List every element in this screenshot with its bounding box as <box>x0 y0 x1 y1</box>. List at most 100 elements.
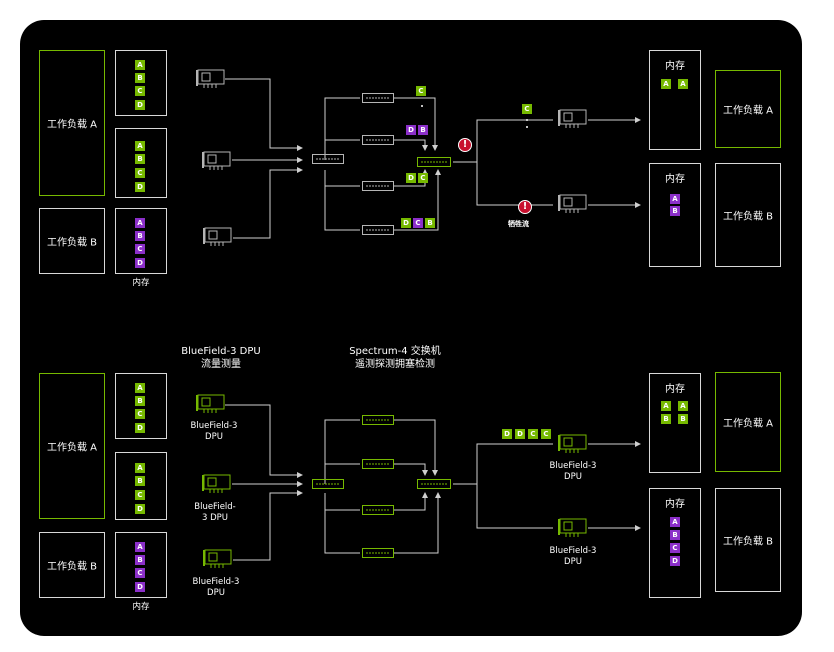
workload-a-top: 工作负载 A <box>39 50 105 196</box>
workload-a-label: 工作负载 A <box>46 442 98 454</box>
switch-icon <box>362 135 394 145</box>
dpu-label-3: BlueField-3 DPU <box>192 577 240 598</box>
tag-b: B <box>661 414 671 424</box>
workload-a-dest-top: 工作负载 A <box>715 70 781 148</box>
switch-icon <box>312 479 344 489</box>
switch-icon <box>362 415 394 425</box>
dpu-card-icon <box>202 474 231 493</box>
memory-block-b: A B C D <box>115 208 167 274</box>
tag-c: C <box>135 168 145 178</box>
memory-title: 内存 <box>665 174 685 185</box>
tag-b: B <box>135 231 145 241</box>
workload-b-label: 工作负载 B <box>722 536 774 548</box>
tag-d: D <box>502 429 512 439</box>
tag-d: D <box>406 125 416 135</box>
tag-a: A <box>678 401 688 411</box>
tag-b: B <box>135 73 145 83</box>
tag-c: C <box>670 543 680 553</box>
dpu-header: BlueField-3 DPU 流量测量 <box>181 346 261 370</box>
tag-b: B <box>418 125 428 135</box>
dpu-card-icon <box>558 434 587 453</box>
tag-d: D <box>135 100 145 110</box>
memory-title: 内存 <box>665 384 685 395</box>
tag-a: A <box>661 79 671 89</box>
tag-a: A <box>678 79 688 89</box>
tag-d: D <box>670 556 680 566</box>
switch-header: Spectrum-4 交换机 遥测探测拥塞检测 <box>349 346 441 370</box>
dpu-label-out-1: BlueField-3 DPU <box>549 461 597 482</box>
tag-c: C <box>418 173 428 183</box>
switch-icon <box>362 225 394 235</box>
workload-b-label: 工作负载 B <box>46 561 98 573</box>
memory-dest-b-bottom: 内存 A B C D <box>649 488 701 598</box>
tag-b: B <box>670 530 680 540</box>
nic-card-icon <box>203 227 232 246</box>
tag-a: A <box>661 401 671 411</box>
tag-c: C <box>416 86 426 96</box>
memory-title: 内存 <box>665 61 685 72</box>
tag-b: B <box>678 414 688 424</box>
switch-icon <box>362 459 394 469</box>
switch-icon <box>362 93 394 103</box>
tag-c: C <box>528 429 538 439</box>
tag-d: D <box>135 182 145 192</box>
tag-a: A <box>135 542 145 552</box>
memory-block-b-bottom: A B C D <box>115 532 167 598</box>
tag-c: C <box>522 104 532 114</box>
nic-card-icon <box>202 151 231 170</box>
tag-d: D <box>135 504 145 514</box>
memory-dest-a-top: 内存 A A <box>649 50 701 150</box>
memory-dest-a-bottom: 内存 A A B B <box>649 373 701 473</box>
nic-card-icon <box>196 69 225 88</box>
memory-dest-b-top: 内存 A B <box>649 163 701 267</box>
workload-a-label: 工作负载 A <box>722 105 774 117</box>
workload-a-label: 工作负载 A <box>46 119 98 131</box>
tag-d: D <box>135 582 145 592</box>
tag-c: C <box>413 218 423 228</box>
dpu-card-icon <box>558 518 587 537</box>
victim-flow-label: 牺牲流 <box>508 220 529 228</box>
memory-block-a2: A B C D <box>115 128 167 198</box>
tag-a: A <box>135 218 145 228</box>
workload-b-label: 工作负载 B <box>722 211 774 223</box>
tag-a: A <box>670 194 680 204</box>
tag-b: B <box>135 555 145 565</box>
workload-b-dest-bottom: 工作负载 B <box>715 488 781 592</box>
dpu-card-icon <box>196 394 225 413</box>
connection-lines <box>225 78 641 561</box>
alert-icon: ! <box>518 200 532 214</box>
memory-block-a2-bottom: A B C D <box>115 452 167 520</box>
memory-title: 内存 <box>665 499 685 510</box>
dpu-label-1: BlueField-3 DPU <box>190 421 238 442</box>
workload-b-top: 工作负载 B <box>39 208 105 274</box>
tag-c: C <box>135 490 145 500</box>
tag-b: B <box>135 154 145 164</box>
memory-block-a1-bottom: A B C D <box>115 373 167 439</box>
dpu-label-2: BlueField- 3 DPU <box>194 502 236 523</box>
tag-a: A <box>135 141 145 151</box>
tag-b: B <box>670 206 680 216</box>
workload-a-label: 工作负载 A <box>722 418 774 430</box>
workload-b-bottom: 工作负载 B <box>39 532 105 598</box>
switch-icon <box>362 548 394 558</box>
memory-label-top: 内存 <box>132 278 150 288</box>
switch-icon <box>362 505 394 515</box>
nic-card-icon <box>558 194 587 213</box>
workload-a-dest-bottom: 工作负载 A <box>715 372 781 472</box>
tag-c: C <box>135 409 145 419</box>
dpu-label-out-2: BlueField-3 DPU <box>549 546 597 567</box>
tag-d: D <box>515 429 525 439</box>
tag-d: D <box>135 423 145 433</box>
dpu-card-icon <box>203 549 232 568</box>
switch-icon <box>362 181 394 191</box>
workload-a-bottom: 工作负载 A <box>39 373 105 519</box>
tag-d: D <box>135 258 145 268</box>
tag-a: A <box>135 463 145 473</box>
switch-icon <box>417 157 451 167</box>
tag-c: C <box>135 86 145 96</box>
alert-icon: ! <box>458 138 472 152</box>
tag-c: C <box>135 244 145 254</box>
tag-b: B <box>425 218 435 228</box>
tag-a: A <box>135 383 145 393</box>
tag-b: B <box>135 476 145 486</box>
